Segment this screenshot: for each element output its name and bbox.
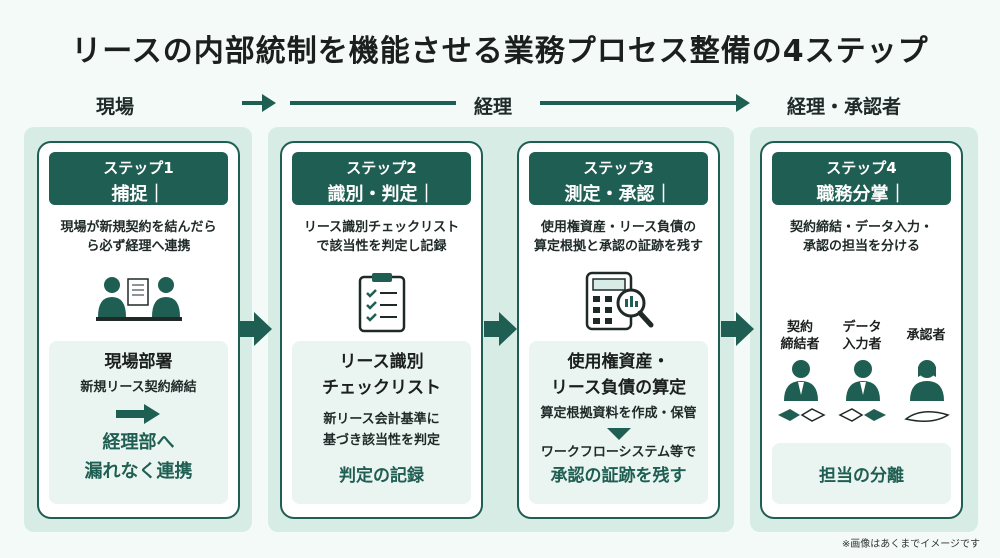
step-2-detail-sub: 新リース会計基準に 基づき該当性を判定 [322,412,440,448]
flow-arrow-1-stem [239,321,255,337]
footnote: ※画像はあくまでイメージです [841,539,980,550]
step-3-detail-title: 使用権資産・ リース負債の算定 [550,352,687,398]
step-1-header: ステップ1 捕捉｜ [49,152,228,205]
step-2-detail-accent: 判定の記録 [339,466,424,486]
step-4-name: 職務分掌｜ [816,184,907,205]
step-2-detail-box: リース識別 チェックリスト 新リース会計基準に 基づき該当性を判定 判定の記録 [292,341,471,504]
flow-arrow-2 [499,312,517,346]
phase-arrow-1-line [242,101,264,105]
clipboard-checklist-icon [352,271,412,337]
flow-arrow-2-stem [484,321,500,337]
phase-label-genba: 現場 [96,96,135,118]
step-card-1: ステップ1 捕捉｜ 現場が新規契約を結んだら ら必ず経理へ連携 現場部署 新規リ… [37,141,240,519]
step-4-header: ステップ4 職務分掌｜ [772,152,951,205]
approver-person-icon [902,357,952,437]
step-2-name: 識別・判定｜ [327,184,436,205]
step-3-detail-sub: 算定根拠資料を作成・保管 [540,406,697,421]
right-arrow-icon [115,404,162,424]
step-4-description: 契約締結・データ入力・ 承認の担当を分ける [789,220,933,254]
role-label-data-entry: データ 入力者 [842,320,882,352]
step-4-detail-accent: 担当の分離 [819,466,904,486]
step-1-detail-accent: 経理部へ 漏れなく連携 [84,432,193,482]
flow-arrow-1 [254,312,272,346]
flow-arrow-3-stem [721,321,737,337]
step-2-header: ステップ2 識別・判定｜ [292,152,471,205]
step-card-2: ステップ2 識別・判定｜ リース識別チェックリスト で該当性を判定し記録 リース… [280,141,483,519]
step-3-detail-sub2: ワークフローシステム等で [540,445,697,460]
step-3-detail-box: 使用権資産・ リース負債の算定 算定根拠資料を作成・保管 ワークフローシステム等… [529,341,708,504]
phase-label-keiri: 経理 [474,96,513,118]
role-label-contract: 契約 締結者 [780,320,820,352]
phase-line-right [540,101,738,105]
step-1-number: ステップ1 [103,159,174,177]
step-2-description: リース識別チェックリスト で該当性を判定し記録 [303,220,460,254]
step-2-detail-title: リース識別 チェックリスト [322,352,441,398]
step-3-name: 測定・承認｜ [564,184,673,205]
step-4-detail-box: 担当の分離 [772,443,951,504]
phase-arrow-2-head [736,94,750,112]
step-3-number: ステップ3 [583,159,654,177]
step-4-number: ステップ4 [826,159,897,177]
phase-arrow-1-head [262,94,276,112]
calculator-magnifier-icon [581,271,657,337]
step-card-3: ステップ3 測定・承認｜ 使用権資産・リース負債の 算定根拠と承認の証跡を残す … [517,141,720,519]
flow-arrow-3 [736,312,754,346]
contract-person-icon [776,357,826,437]
step-2-number: ステップ2 [346,159,417,177]
phase-label-keiri-approver: 経理・承認者 [787,96,902,118]
step-1-description: 現場が新規契約を結んだら ら必ず経理へ連携 [60,220,217,254]
page-title: リースの内部統制を機能させる業務プロセス整備の4ステップ [71,34,929,69]
phase-line-left [290,101,456,105]
data-entry-person-icon [838,357,888,437]
meeting-icon [94,271,184,335]
step-1-detail-sub: 新規リース契約締結 [80,380,197,395]
step-3-header: ステップ3 測定・承認｜ [529,152,708,205]
step-1-name: 捕捉｜ [111,184,166,205]
step-1-detail-box: 現場部署 新規リース契約締結 経理部へ 漏れなく連携 [49,341,228,504]
role-label-approver: 承認者 [906,328,946,343]
step-3-detail-accent: 承認の証跡を残す [550,466,687,486]
down-arrow-icon [606,428,631,440]
step-card-4: ステップ4 職務分掌｜ 契約締結・データ入力・ 承認の担当を分ける 契約 締結者… [760,141,963,519]
step-1-detail-title: 現場部署 [104,352,173,372]
step-3-description: 使用権資産・リース負債の 算定根拠と承認の証跡を残す [533,220,703,254]
